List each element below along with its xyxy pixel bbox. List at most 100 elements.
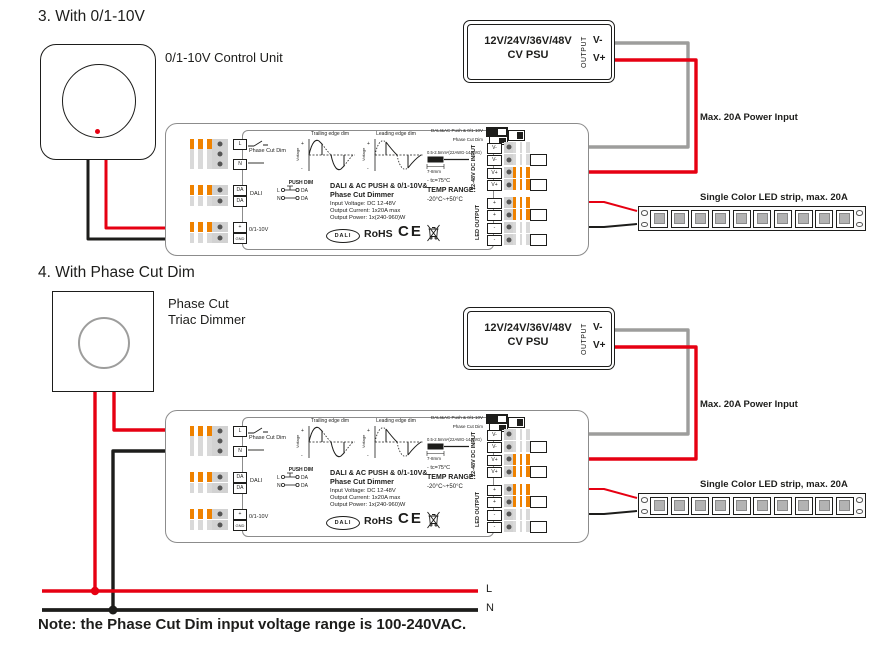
dali-logo-text: DALI bbox=[334, 520, 352, 526]
terminal-hole bbox=[217, 141, 223, 147]
dimmer-spec-voltage: Input Voltage: DC 12-48V bbox=[330, 201, 396, 207]
led-chip bbox=[835, 209, 854, 228]
dip3-switch bbox=[508, 130, 525, 141]
push-l: L bbox=[277, 475, 280, 481]
led-chip bbox=[753, 209, 772, 228]
section3-control-label: 0/1-10V Control Unit bbox=[165, 50, 283, 65]
psu-box: 12V/24V/36V/48V CV PSU OUTPUT V- V+ bbox=[463, 20, 615, 83]
wave-axis-label: Voltage bbox=[295, 434, 300, 448]
led-chip bbox=[732, 496, 751, 515]
trailing-edge-waveform: Trailing edge dim + - Voltage bbox=[295, 418, 355, 459]
temp-range-value: -20°C~+50°C bbox=[427, 484, 463, 490]
dial-knob bbox=[62, 64, 136, 138]
push-dim-title: PUSH DIM bbox=[289, 467, 313, 473]
rohs-logo: RoHS bbox=[364, 228, 393, 240]
leading-edge-waveform: Leading edge dim + - Voltage bbox=[361, 418, 423, 459]
clamp-lever bbox=[530, 441, 547, 453]
dimmer-spec-current: Output Current: 1x20A max bbox=[330, 208, 401, 214]
note-text: Note: the Phase Cut Dim input voltage ra… bbox=[38, 616, 467, 633]
solder-pad bbox=[641, 221, 648, 227]
rterm-plus-1 bbox=[504, 196, 530, 208]
terminal-plus bbox=[190, 509, 228, 519]
wave-plus: + bbox=[301, 141, 304, 147]
terminal-n bbox=[190, 159, 228, 169]
led-strip bbox=[638, 493, 866, 518]
rlabel-plus-2: + bbox=[487, 210, 502, 221]
dc-input-side-label: 12-48V DC INPUT bbox=[471, 144, 477, 190]
strip-length-label: 7-8mm bbox=[427, 169, 442, 174]
tc-label: - tc=75°C bbox=[427, 178, 451, 184]
mains-neutral-label: N bbox=[486, 602, 494, 614]
switch-symbol bbox=[248, 427, 268, 434]
dip1-label: DALI&AC Push & 0/1-10V bbox=[430, 415, 483, 420]
rterm-vminus-2 bbox=[504, 154, 530, 165]
triac-dial bbox=[78, 317, 130, 369]
wire-psu-vminus-gray bbox=[546, 41, 690, 149]
terminal-gnd bbox=[190, 520, 228, 530]
wave-plus: + bbox=[367, 141, 370, 147]
rterm-vplus-1 bbox=[504, 166, 530, 178]
wave-plus: + bbox=[301, 428, 304, 434]
rterm-plus-2 bbox=[504, 209, 530, 220]
weee-bin-icon bbox=[427, 511, 440, 529]
rohs-logo: RoHS bbox=[364, 515, 393, 527]
dc-input-side-label: 12-48V DC INPUT bbox=[471, 431, 477, 477]
led-chip bbox=[815, 496, 834, 515]
push-dim-diagram: PUSH DIM L DA N DA bbox=[277, 467, 313, 489]
dip2-label: Phase Cut Dim bbox=[452, 423, 483, 429]
rterm-vplus-1 bbox=[504, 453, 530, 465]
label-gnd: GND bbox=[233, 233, 247, 244]
dimmer-title-2: Phase Cut Dimmer bbox=[330, 477, 394, 486]
wave-minus: - bbox=[301, 166, 303, 172]
mains-live-label: L bbox=[486, 583, 493, 595]
label-gnd: GND bbox=[233, 520, 247, 531]
wire-gauge-label: 0.5-2.5mm²(22AWG-14AWG) bbox=[427, 150, 482, 155]
dimmer-spec-power: Output Power: 1x(240-960)W bbox=[330, 502, 406, 508]
wave-axis-label: Voltage bbox=[361, 147, 366, 161]
led-chip bbox=[794, 496, 813, 515]
section4-heading: 4. With Phase Cut Dim bbox=[38, 264, 195, 281]
dip1-label: DALI&AC Push & 0/1-10V bbox=[430, 128, 483, 133]
led-chip bbox=[650, 209, 668, 228]
clamp-lever bbox=[530, 521, 547, 533]
dimmer-spec-power: Output Power: 1x(240-960)W bbox=[330, 215, 406, 221]
section4-control-label-2: Triac Dimmer bbox=[168, 312, 246, 327]
terminal-da1 bbox=[190, 185, 228, 195]
label-da1: DA bbox=[233, 185, 247, 196]
led-strip-label: Single Color LED strip, max. 20A bbox=[700, 192, 848, 203]
push-dim-diagram: PUSH DIM L DA N DA bbox=[277, 180, 313, 202]
led-output-side-label: LED OUTPUT bbox=[475, 204, 481, 240]
wire-psu-vminus-gray bbox=[546, 328, 690, 436]
solder-pad bbox=[641, 508, 648, 514]
temp-range-title: TEMP RANGE: bbox=[427, 474, 476, 481]
push-da2: DA bbox=[301, 196, 309, 202]
junction-dot-neutral bbox=[108, 605, 118, 615]
led-chip bbox=[773, 496, 792, 515]
terminal-port bbox=[212, 426, 228, 436]
push-n: N bbox=[277, 483, 281, 489]
dimmer-body bbox=[242, 130, 494, 250]
wave-plus: + bbox=[367, 428, 370, 434]
terminal-da2 bbox=[190, 196, 228, 206]
led-chip bbox=[732, 209, 751, 228]
leading-title: Leading edge dim bbox=[376, 131, 416, 137]
wire-strip-icon bbox=[427, 443, 469, 450]
strip-length-arrow bbox=[426, 451, 445, 456]
rlabel-vminus-2: V- bbox=[487, 155, 502, 166]
temp-range-title: TEMP RANGE: bbox=[427, 187, 476, 194]
ce-logo: CE bbox=[398, 510, 423, 527]
clamp-lever bbox=[530, 154, 547, 166]
label-plus: + bbox=[233, 509, 247, 520]
led-chip bbox=[773, 209, 792, 228]
wave-minus: - bbox=[367, 453, 369, 459]
push-da1: DA bbox=[301, 475, 309, 481]
rlabel-plus-1: + bbox=[487, 484, 502, 496]
psu-output-label: OUTPUT bbox=[581, 36, 588, 68]
dimmer-title-2: Phase Cut Dimmer bbox=[330, 190, 394, 199]
wire-psu-vplus-red bbox=[546, 345, 698, 461]
leading-title: Leading edge dim bbox=[376, 418, 416, 424]
led-strip-label: Single Color LED strip, max. 20A bbox=[700, 479, 848, 490]
section3-heading: 3. With 0/1-10V bbox=[38, 8, 145, 25]
